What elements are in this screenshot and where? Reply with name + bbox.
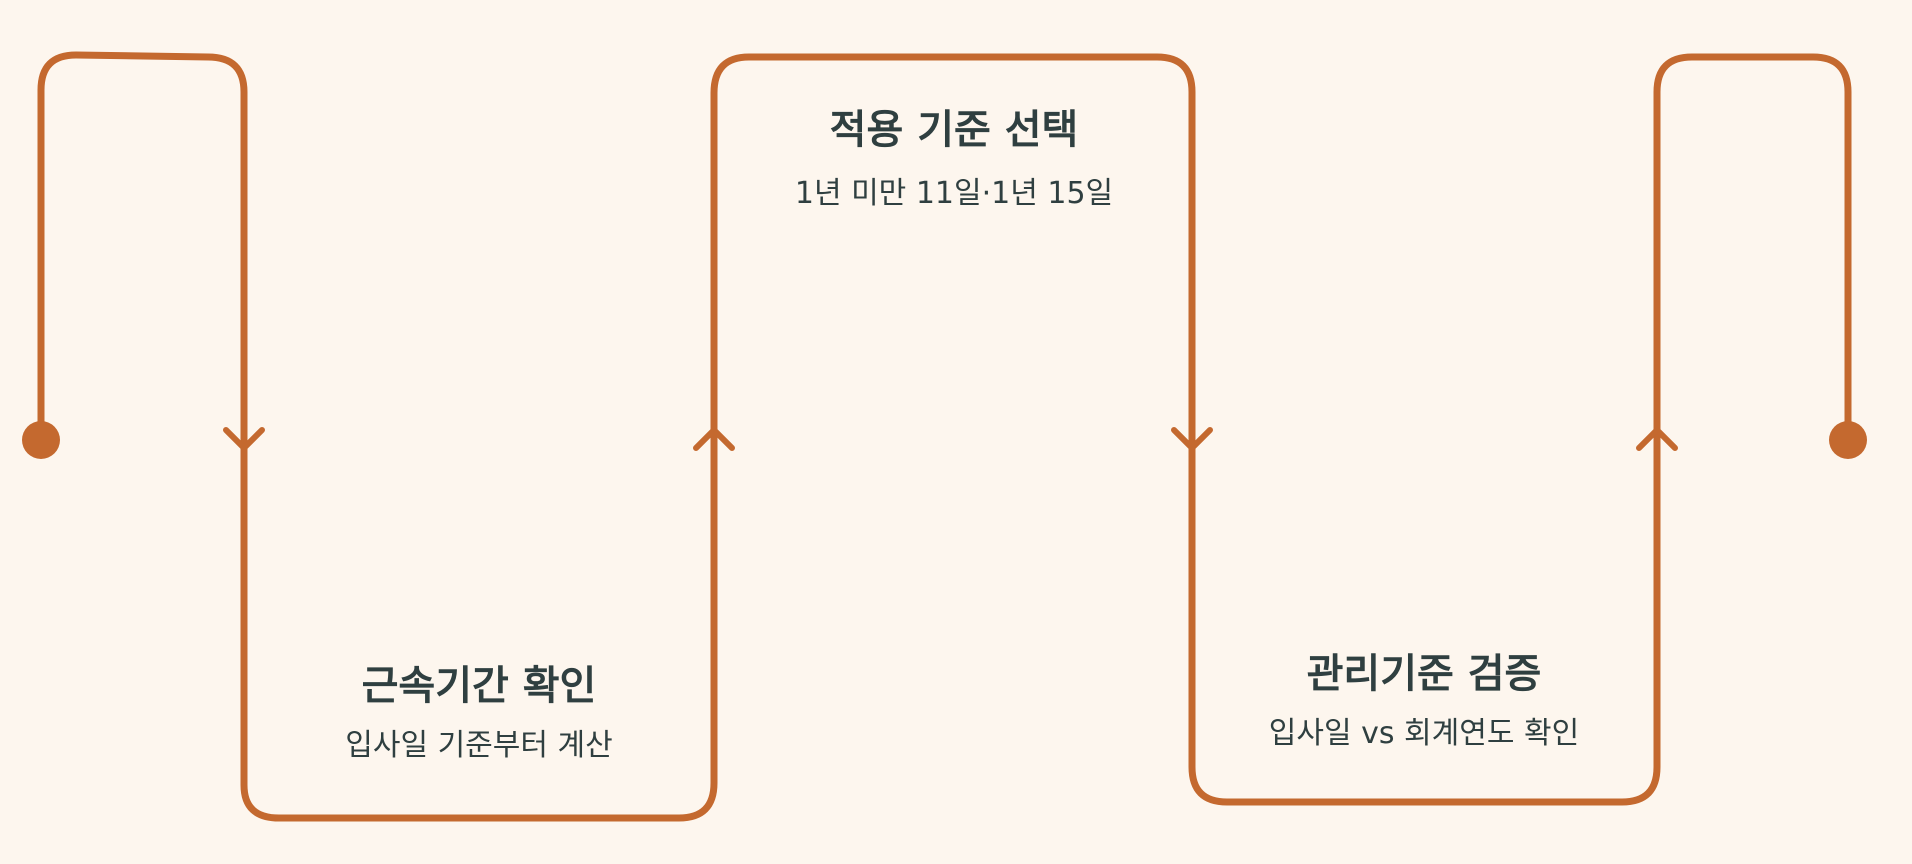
start-dot-icon: [22, 421, 60, 459]
step-3-title: 관리기준 검증: [1307, 651, 1542, 697]
end-dot-icon: [1829, 421, 1867, 459]
step-2: 적용 기준 선택 1년 미만 11일·1년 15일: [795, 107, 1113, 211]
step-1: 근속기간 확인 입사일 기준부터 계산: [345, 663, 612, 763]
chevron-up-icon: [1636, 427, 1678, 451]
chevron-down-icon: [223, 427, 265, 451]
chevron-down-icon: [1171, 427, 1213, 451]
step-1-description: 입사일 기준부터 계산: [345, 728, 612, 763]
flow-path: [37, 51, 1852, 822]
step-3-description: 입사일 vs 회계연도 확인: [1269, 716, 1579, 751]
step-3: 관리기준 검증 입사일 vs 회계연도 확인: [1269, 651, 1579, 751]
step-2-title: 적용 기준 선택: [830, 107, 1079, 153]
step-2-description: 1년 미만 11일·1년 15일: [795, 176, 1113, 211]
step-1-title: 근속기간 확인: [362, 663, 597, 709]
chevron-up-icon: [693, 427, 735, 451]
